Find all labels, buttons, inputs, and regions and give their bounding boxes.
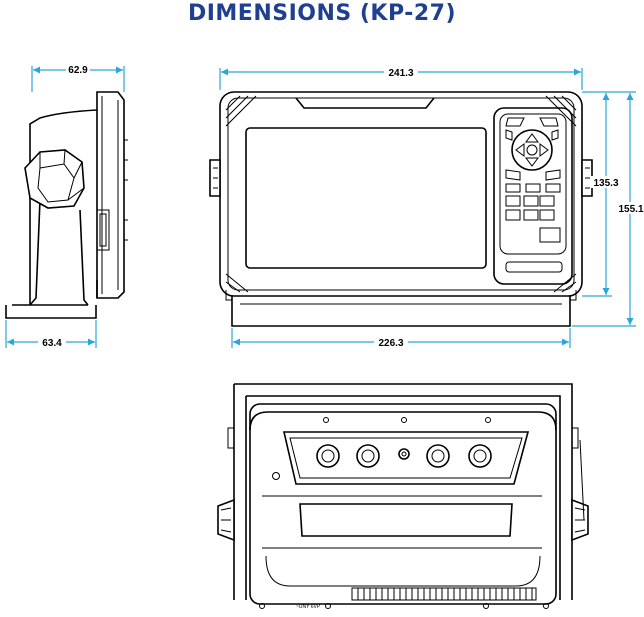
dim-side-base: 63.4: [5, 320, 97, 349]
rear-vents: [351, 587, 537, 601]
dim-front-total-height: 155.1: [572, 91, 644, 327]
rear-connectors: [316, 444, 492, 468]
dim-label-bracket-width: 226.3: [378, 338, 403, 349]
dim-bracket-width: 226.3: [231, 328, 571, 349]
dim-front-screen-height: 135.3: [582, 91, 622, 297]
dim-label-side-top: 62.9: [68, 65, 88, 76]
dim-label-front-width: 241.3: [388, 68, 413, 79]
side-view: [5, 91, 128, 319]
front-view: [209, 91, 593, 327]
rear-label: ~UNY 6VP: [296, 604, 321, 610]
dim-front-width: 241.3: [219, 66, 583, 90]
dim-label-total-height: 155.1: [618, 204, 643, 215]
dim-label-screen-height: 135.3: [593, 178, 618, 189]
page-title: DIMENSIONS (KP-27): [187, 1, 457, 26]
rear-view: ~UNY 6VP: [217, 383, 589, 610]
dim-label-side-base: 63.4: [42, 338, 62, 349]
dim-side-top: 62.9: [31, 63, 125, 92]
